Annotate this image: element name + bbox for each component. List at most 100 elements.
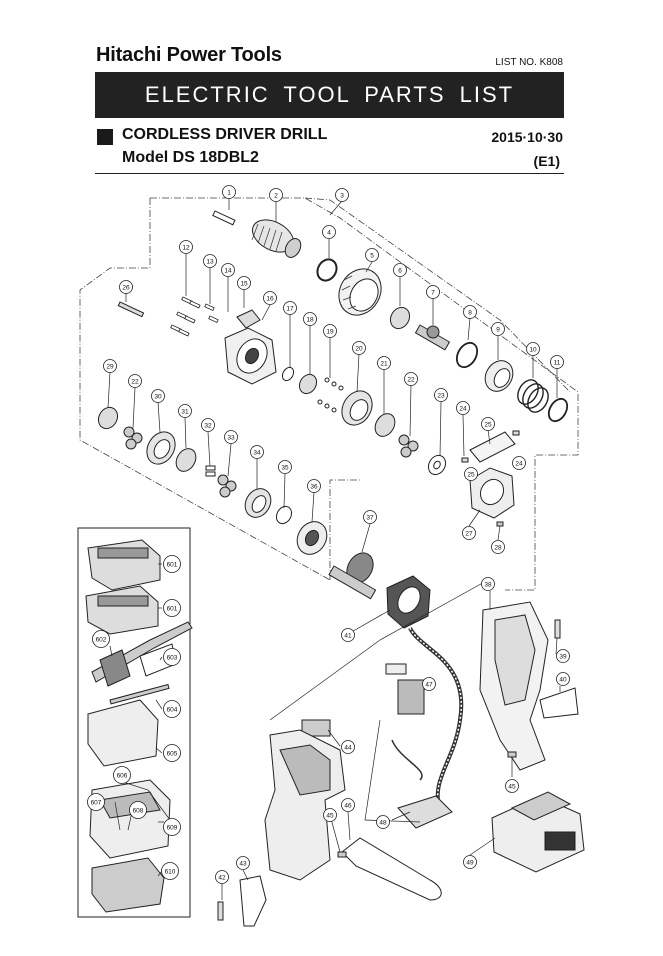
callout-17: 17	[283, 301, 297, 315]
callout-15: 15	[237, 276, 251, 290]
callout-602: 602	[92, 630, 110, 648]
callout-text: 608	[133, 807, 144, 814]
callout-5: 5	[365, 248, 379, 262]
callout-609: 609	[163, 818, 181, 836]
callout-text: 22	[131, 378, 139, 385]
callout-27: 27	[462, 526, 476, 540]
callout-37: 37	[363, 510, 377, 524]
callout-text: 17	[286, 305, 294, 312]
callout-text: 40	[559, 676, 567, 683]
accessories-box	[77, 527, 191, 918]
header-divider	[95, 173, 564, 174]
callout-14: 14	[221, 263, 235, 277]
callout-10: 10	[526, 342, 540, 356]
callout-text: 4	[327, 229, 331, 236]
callout-text: 41	[344, 632, 352, 639]
callout-text: 6	[398, 267, 402, 274]
callout-text: 610	[165, 868, 176, 875]
callout-20: 20	[352, 341, 366, 355]
callout-text: 606	[117, 772, 128, 779]
callout-19: 19	[323, 324, 337, 338]
callout-8: 8	[463, 305, 477, 319]
screw-part-1	[212, 210, 236, 226]
callout-45: 45	[505, 779, 519, 793]
callout-text: 10	[529, 346, 537, 353]
callout-text: 1	[227, 189, 231, 196]
callout-text: 43	[239, 860, 247, 867]
callout-16: 16	[263, 291, 277, 305]
square-bullet-icon	[97, 129, 113, 145]
callout-text: 28	[494, 544, 502, 551]
callout-43: 43	[236, 856, 250, 870]
callout-25: 25	[481, 417, 495, 431]
callout-31: 31	[178, 404, 192, 418]
model-name: Model DS 18DBL2	[122, 149, 259, 166]
leader-lines	[107, 198, 561, 900]
callout-38: 38	[481, 577, 495, 591]
callout-41: 41	[341, 628, 355, 642]
callout-2: 2	[269, 188, 283, 202]
callout-18: 18	[303, 312, 317, 326]
callout-text: 19	[326, 328, 334, 335]
callout-605: 605	[163, 744, 181, 762]
callout-text: 27	[465, 530, 473, 537]
callout-text: 37	[366, 514, 374, 521]
callout-text: 9	[496, 326, 500, 333]
callout-text: 47	[425, 681, 433, 688]
callout-text: 25	[467, 471, 475, 478]
callout-24: 24	[512, 456, 526, 470]
callout-text: 3	[340, 192, 344, 199]
callout-text: 29	[106, 363, 114, 370]
callout-text: 609	[167, 824, 178, 831]
callout-610: 610	[161, 862, 179, 880]
callout-text: 30	[154, 393, 162, 400]
callout-text: 23	[437, 392, 445, 399]
callout-text: 34	[253, 449, 261, 456]
region-code: (E1)	[533, 153, 560, 169]
callout-26: 26	[119, 280, 133, 294]
callout-21: 21	[377, 356, 391, 370]
list-number: LIST NO. K808	[495, 57, 563, 68]
callout-text: 20	[355, 345, 363, 352]
callout-29: 29	[103, 359, 117, 373]
callout-text: 24	[515, 460, 523, 467]
callout-text: 44	[344, 744, 352, 751]
callout-48: 48	[376, 815, 390, 829]
brand-title: Hitachi Power Tools	[96, 44, 282, 66]
callout-text: 607	[91, 799, 102, 806]
callout-text: 24	[459, 405, 467, 412]
callout-40: 40	[556, 672, 570, 686]
callout-text: 7	[431, 289, 435, 296]
callout-601: 601	[163, 555, 181, 573]
callout-24: 24	[456, 401, 470, 415]
callout-22: 22	[404, 372, 418, 386]
callout-7: 7	[426, 285, 440, 299]
callout-text: 32	[204, 422, 212, 429]
callout-text: 5	[370, 252, 374, 259]
product-name: CORDLESS DRIVER DRILL	[122, 126, 328, 143]
callout-text: 12	[182, 244, 190, 251]
callout-23: 23	[434, 388, 448, 402]
callout-text: 45	[326, 812, 334, 819]
callout-3: 3	[335, 188, 349, 202]
callout-text: 2	[274, 192, 278, 199]
callout-6: 6	[393, 263, 407, 277]
callout-text: 21	[380, 360, 388, 367]
callout-1: 1	[222, 185, 236, 199]
callout-text: 46	[344, 802, 352, 809]
callout-47: 47	[422, 677, 436, 691]
callout-text: 11	[554, 359, 561, 366]
callout-11: 11	[550, 355, 564, 369]
callout-text: 45	[508, 783, 516, 790]
callout-608: 608	[129, 801, 147, 819]
callout-text: 25	[484, 421, 492, 428]
callout-604: 604	[163, 700, 181, 718]
callout-45: 45	[323, 808, 337, 822]
callout-text: 42	[218, 874, 226, 881]
callout-text: 601	[167, 561, 178, 568]
callout-text: 15	[240, 280, 248, 287]
callout-13: 13	[203, 254, 217, 268]
